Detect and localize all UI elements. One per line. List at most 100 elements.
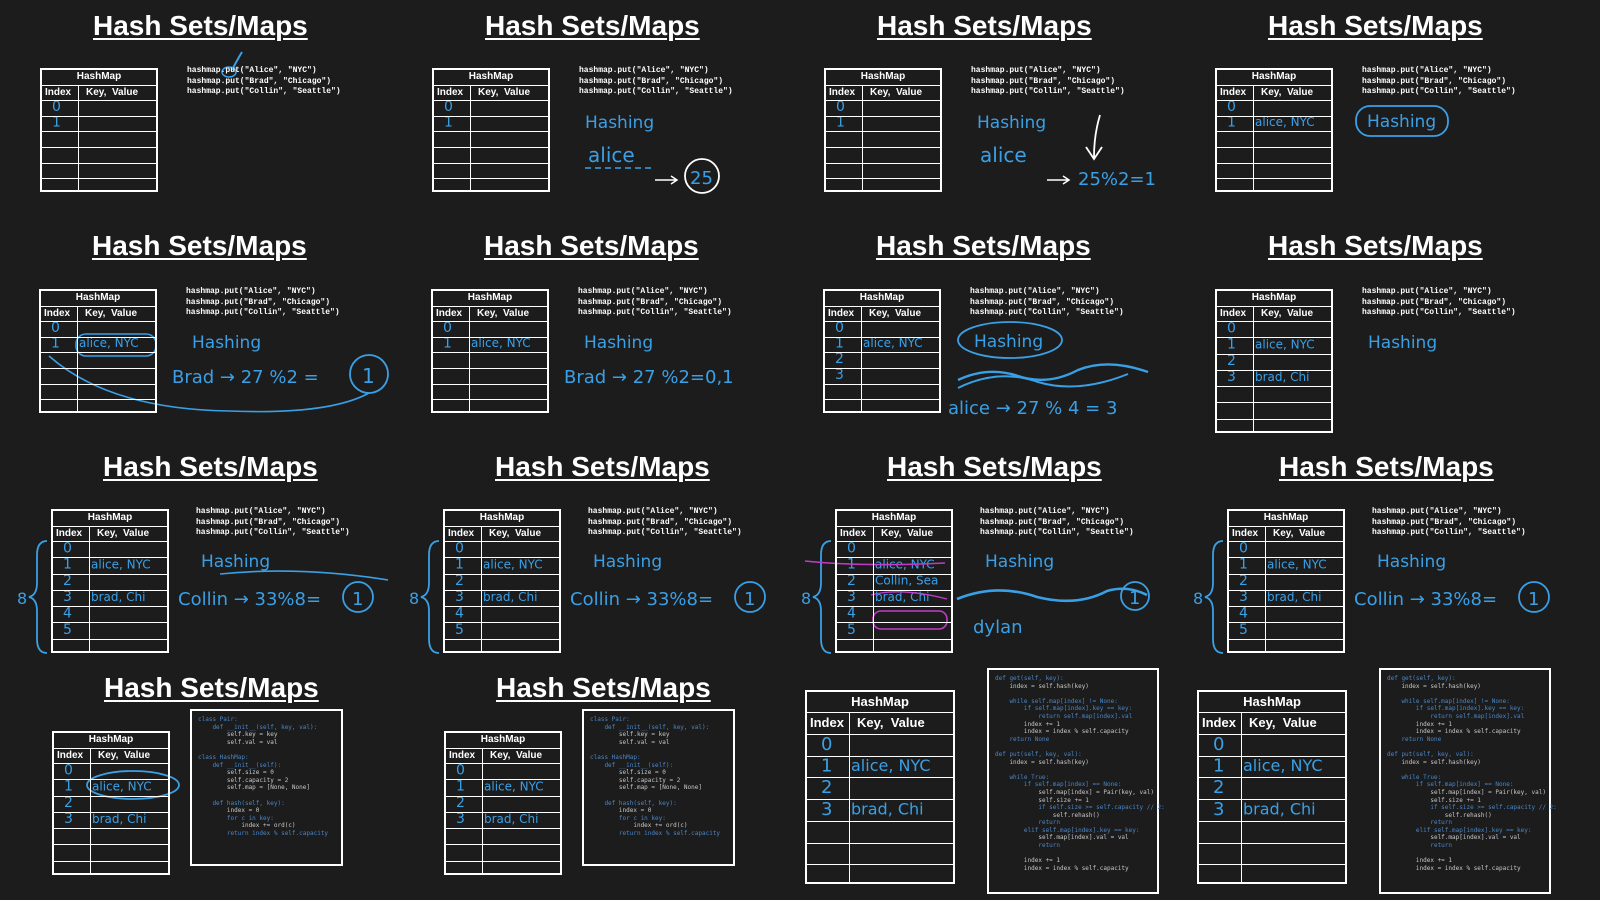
table-subheader-divider bbox=[445, 541, 559, 542]
hashing-label: Hashing bbox=[985, 552, 1054, 572]
table-row-divider bbox=[446, 860, 560, 862]
key-value-header: Key, Value bbox=[490, 750, 543, 761]
put-call-line: hashmap.put("Collin", "Seattle") bbox=[578, 308, 732, 317]
table-row-divider bbox=[433, 352, 547, 354]
code-line: class Pair: bbox=[198, 716, 238, 723]
dylan-word: dylan bbox=[973, 617, 1023, 638]
brace bbox=[812, 540, 832, 654]
table-row-divider bbox=[825, 352, 939, 354]
table-row-divider bbox=[1217, 402, 1331, 404]
index-header: Index bbox=[45, 87, 72, 98]
table-row-divider bbox=[53, 622, 167, 624]
code-line: self.size += 1 bbox=[995, 796, 1089, 804]
key-value-header: Key, Value bbox=[870, 87, 923, 98]
python-code: def get(self, key): index = self.hash(ke… bbox=[989, 670, 1165, 877]
code-line: self.val = val bbox=[590, 738, 670, 746]
put-call-line: hashmap.put("Alice", "NYC") bbox=[187, 66, 317, 75]
table-row-divider bbox=[446, 811, 560, 813]
put-calls: hashmap.put("Alice", "NYC")hashmap.put("… bbox=[579, 66, 733, 98]
table-row-divider bbox=[1217, 386, 1331, 388]
put-call-line: hashmap.put("Collin", "Seattle") bbox=[1362, 308, 1516, 317]
hashing-label: Hashing bbox=[593, 552, 662, 572]
code-line: elif self.map[index].key == key: bbox=[995, 826, 1140, 834]
table-row-divider bbox=[434, 131, 548, 133]
index-header: Index bbox=[810, 715, 844, 730]
code-line: if self.size >= self.capacity // 2: bbox=[995, 804, 1165, 812]
slide-title: Hash Sets/Maps bbox=[485, 10, 700, 41]
table-row-divider bbox=[837, 557, 951, 559]
python-code: class Pair: def __init__(self, key, val)… bbox=[584, 711, 733, 843]
key-value-header: Key, Value bbox=[869, 308, 922, 319]
table-subheader-divider bbox=[434, 100, 548, 101]
code-line: return bbox=[995, 842, 1061, 850]
python-code: def get(self, key): index = self.hash(ke… bbox=[1381, 670, 1557, 877]
table-title: HashMap bbox=[467, 292, 513, 303]
code-line: def put(self, key, val): bbox=[995, 750, 1082, 758]
index-header: Index bbox=[840, 528, 867, 539]
table-subheader-divider bbox=[41, 321, 155, 322]
code-line: if self.map[index] == None: bbox=[995, 781, 1122, 789]
modulo-calc: Collin → 33%8= bbox=[178, 589, 321, 610]
code-line: index = 0 bbox=[198, 807, 260, 815]
slide-title: Hash Sets/Maps bbox=[1268, 230, 1483, 261]
put-call-line: hashmap.put("Collin", "Seattle") bbox=[579, 87, 733, 96]
modulo-calc: 25%2=1 bbox=[1078, 169, 1156, 190]
table-subheader-divider bbox=[53, 541, 167, 542]
table-title: HashMap bbox=[859, 292, 905, 303]
table-title: HashMap bbox=[87, 512, 133, 523]
put-call-line: hashmap.put("Brad", "Chicago") bbox=[1372, 517, 1517, 527]
python-code-panel: def get(self, key): index = self.hash(ke… bbox=[987, 668, 1165, 894]
table-row-divider bbox=[1229, 557, 1343, 559]
python-code-panel: def get(self, key): index = self.hash(ke… bbox=[1379, 668, 1557, 894]
table-row-divider bbox=[837, 589, 951, 591]
put-call-line: hashmap.put("Collin", "Seattle") bbox=[187, 87, 341, 96]
result-circle bbox=[734, 581, 766, 613]
hashing-label: Hashing bbox=[974, 332, 1043, 352]
put-call-line: hashmap.put("Collin", "Seattle") bbox=[1372, 528, 1526, 537]
table-title: HashMap bbox=[871, 512, 917, 523]
code-line bbox=[1387, 850, 1543, 858]
put-call-line: hashmap.put("Alice", "NYC") bbox=[1372, 507, 1502, 516]
table-header-divider bbox=[1217, 306, 1331, 307]
put-call-line: hashmap.put("Alice", "NYC") bbox=[186, 287, 316, 296]
table-subheader-divider bbox=[825, 321, 939, 322]
code-line: self.map[index] = Pair(key, val) bbox=[995, 788, 1154, 796]
capacity-label: 8 bbox=[801, 589, 811, 608]
index-header: Index bbox=[436, 308, 463, 319]
hashing-label: Hashing bbox=[584, 333, 653, 353]
table-row-divider bbox=[825, 383, 939, 385]
result-circle bbox=[349, 354, 389, 394]
table-title: HashMap bbox=[468, 71, 514, 82]
code-line: self.map = [None, None] bbox=[590, 784, 702, 792]
code-line: index = self.hash(key) bbox=[1387, 758, 1481, 766]
code-line: return bbox=[995, 819, 1061, 827]
table-header-divider bbox=[1229, 526, 1343, 527]
code-line: while True: bbox=[1387, 773, 1442, 781]
table-row-divider bbox=[1217, 147, 1331, 148]
brace bbox=[1204, 540, 1224, 654]
code-line bbox=[590, 792, 727, 800]
table-header-divider bbox=[54, 748, 168, 749]
slide-title: Hash Sets/Maps bbox=[876, 230, 1091, 261]
index-header: Index bbox=[1220, 308, 1247, 319]
put-call-line: hashmap.put("Alice", "NYC") bbox=[588, 507, 718, 516]
put-call-line: hashmap.put("Alice", "NYC") bbox=[578, 287, 708, 296]
code-line bbox=[995, 850, 1151, 858]
slide-title: Hash Sets/Maps bbox=[103, 451, 318, 482]
key-value-header: Key, Value bbox=[1249, 715, 1317, 730]
result-number: 1 bbox=[362, 364, 375, 388]
index-header: Index bbox=[1220, 87, 1247, 98]
put-call-line: hashmap.put("Alice", "NYC") bbox=[971, 66, 1101, 75]
key-value-header: Key, Value bbox=[489, 528, 542, 539]
result-number: 1 bbox=[744, 589, 755, 610]
table-row-divider bbox=[445, 557, 559, 559]
code-line: return self.map[index].val bbox=[1387, 712, 1525, 720]
put-call-line: hashmap.put("Brad", "Chicago") bbox=[187, 76, 332, 86]
table-subheader-divider bbox=[1199, 734, 1345, 735]
table-row-divider bbox=[42, 147, 156, 148]
slide-title: Hash Sets/Maps bbox=[484, 230, 699, 261]
put-call-line: hashmap.put("Collin", "Seattle") bbox=[970, 308, 1124, 317]
code-line: index = index % self.capacity bbox=[1387, 864, 1521, 872]
index-header: Index bbox=[56, 528, 83, 539]
